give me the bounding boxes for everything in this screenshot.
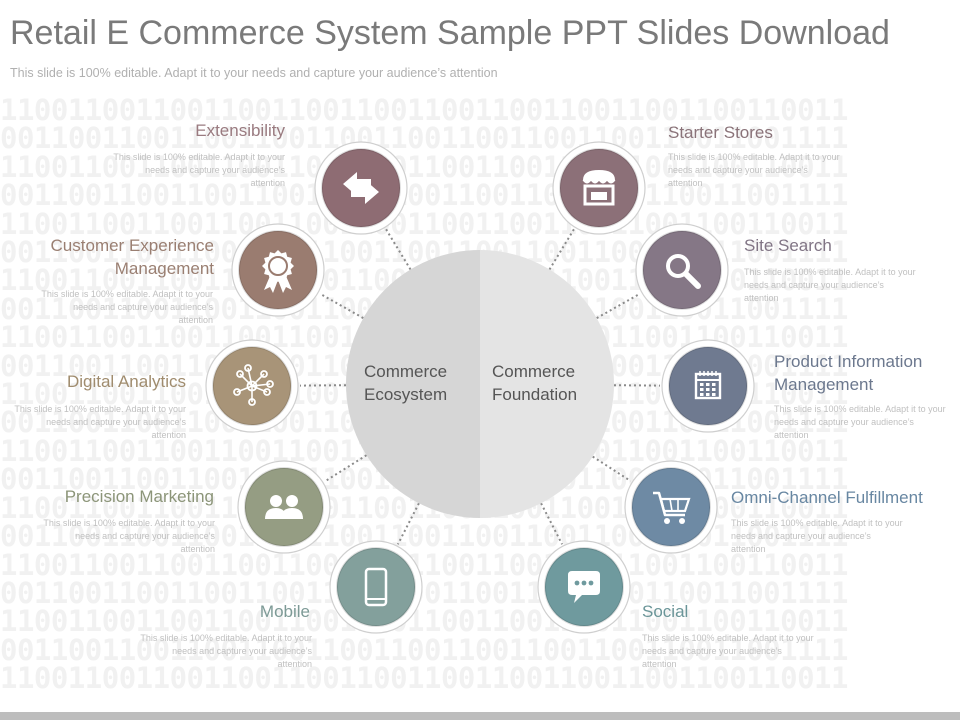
slide-title: Retail E Commerce System Sample PPT Slid… [10,14,890,52]
storefront-icon [582,170,616,206]
arrows-exchange-icon [343,172,379,204]
label-customer-experience-line-2: Management [114,259,214,278]
connector-starter-stores [548,228,575,271]
label-mobile: Mobile [260,600,310,623]
node-extensibility [314,141,408,235]
node-fill-starter-stores [560,149,638,227]
center-circle [346,250,614,518]
award-badge-icon [262,250,294,293]
node-site-search [635,223,729,317]
label-product-information-line-2: Management [774,375,874,394]
label-product-information-line-1: Product Information [774,352,923,371]
center-left-half [346,250,480,518]
label-precision-marketing: Precision Marketing [65,485,214,508]
node-precision-marketing [237,460,331,554]
speech-bubble-icon [568,571,600,603]
connector-site-search [596,292,641,319]
label-digital-analytics-line-1: Digital Analytics [66,372,186,391]
node-omni-channel [624,460,718,554]
connector-precision-marketing [324,454,368,483]
center-right-half [480,250,614,518]
label-product-information: Product Information Management [774,350,922,396]
label-digital-analytics: Digital Analytics [67,370,186,393]
connector-customer-experience [319,292,364,319]
connector-extensibility [385,228,412,271]
node-customer-experience [231,223,325,317]
label-customer-experience: Customer Experience Management [51,234,214,280]
desc-site-search: This slide is 100% editable. Adapt it to… [744,267,916,303]
desc-mobile: This slide is 100% editable. Adapt it to… [140,633,312,669]
connector-mobile [397,502,420,545]
label-social-line-1: Social [642,602,689,621]
bottom-bar [0,712,960,720]
node-social [537,540,631,634]
label-social: Social [642,600,688,623]
label-extensibility: Extensibility [195,119,285,142]
desc-product-information: This slide is 100% editable. Adapt it to… [774,404,946,440]
label-precision-marketing-line-1: Precision Marketing [64,487,214,506]
magnifier-icon [666,254,701,289]
node-mobile [329,540,423,634]
node-digital-analytics [205,339,299,433]
label-starter-stores: Starter Stores [668,121,773,144]
people-icon [265,495,303,519]
label-customer-experience-line-1: Customer Experience [50,236,214,255]
desc-customer-experience: This slide is 100% editable. Adapt it to… [41,289,213,325]
calendar-grid-icon [694,371,722,400]
connector-omni-channel [592,455,632,482]
label-mobile-line-1: Mobile [259,602,310,621]
node-fill-precision-marketing [245,468,323,546]
network-nodes-icon [233,364,274,406]
center-right-line-2: Foundation [492,385,578,404]
label-extensibility-line-1: Extensibility [195,121,285,140]
center-left-label: Commerce Ecosystem [364,360,447,406]
label-site-search: Site Search [744,234,832,257]
slide-subtitle: This slide is 100% editable. Adapt it to… [10,66,498,80]
desc-precision-marketing: This slide is 100% editable. Adapt it to… [43,518,215,554]
node-fill-mobile [337,548,415,626]
center-left-line-1: Commerce [364,362,448,381]
desc-digital-analytics: This slide is 100% editable. Adapt it to… [14,404,186,440]
center-left-line-2: Ecosystem [364,385,448,404]
label-starter-stores-line-1: Starter Stores [668,123,773,142]
center-right-line-1: Commerce [492,362,576,381]
node-fill-site-search [643,231,721,309]
desc-social: This slide is 100% editable. Adapt it to… [642,633,814,669]
label-omni-channel: Omni-Channel Fulfillment [731,486,923,509]
connector-lines [299,228,661,545]
label-site-search-line-1: Site Search [744,236,832,255]
mobile-phone-icon [364,567,388,607]
node-product-information [661,339,755,433]
node-starter-stores [552,141,646,235]
label-omni-channel-line-1: Omni-Channel Fulfillment [731,488,923,507]
connector-social [540,502,563,545]
center-right-label: Commerce Foundation [492,360,577,406]
desc-extensibility: This slide is 100% editable. Adapt it to… [113,152,285,188]
desc-starter-stores: This slide is 100% editable. Adapt it to… [668,152,840,188]
shopping-cart-icon [653,491,691,524]
desc-omni-channel: This slide is 100% editable. Adapt it to… [731,518,903,554]
